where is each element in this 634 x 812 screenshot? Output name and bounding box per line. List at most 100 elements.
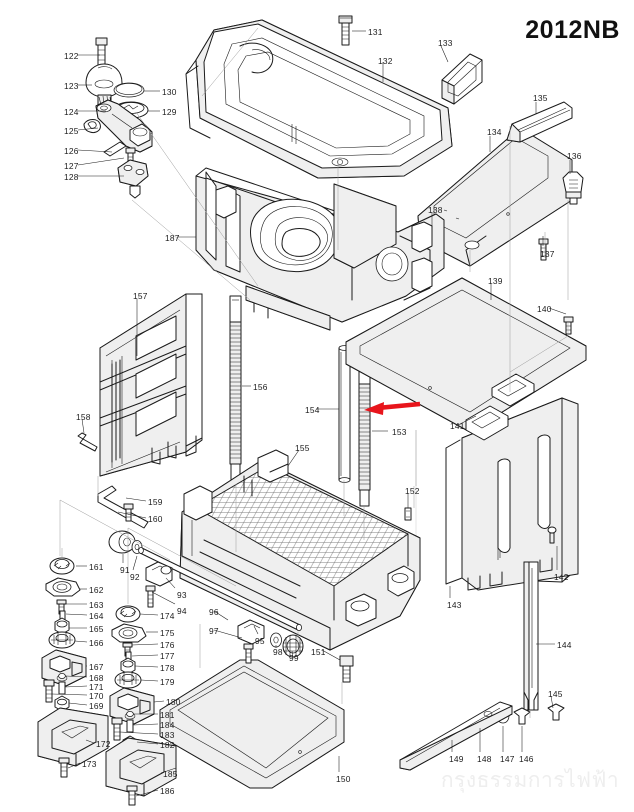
part-186-screw: [126, 785, 138, 806]
part-callout-146: 146: [519, 754, 534, 764]
part-callout-179: 179: [160, 677, 175, 687]
part-151-bolt: [339, 655, 354, 683]
part-159-lever: [97, 485, 149, 529]
part-callout-172: 172: [96, 739, 111, 749]
part-callout-180: 180: [166, 697, 181, 707]
part-141-upper-table: [345, 277, 587, 433]
part-callout-136: 136: [567, 151, 582, 161]
part-96-rod: [138, 547, 302, 632]
part-187-motor-housing: [195, 167, 445, 331]
part-callout-149: 149: [449, 754, 464, 764]
part-callout-132: 132: [378, 56, 393, 66]
part-179-gear: [114, 671, 142, 689]
part-callout-125: 125: [64, 126, 79, 136]
part-callout-160: 160: [148, 514, 163, 524]
part-136-knob: [562, 171, 584, 205]
part-callout-95: 95: [255, 636, 265, 646]
part-145-fastener: [547, 703, 565, 721]
part-callout-150: 150: [336, 774, 351, 784]
part-callout-141: 141: [450, 421, 465, 431]
part-callout-171: 171: [89, 682, 104, 692]
part-162-flange: [45, 577, 81, 597]
part-93-bracket: [145, 561, 173, 587]
part-callout-138: 138: [428, 205, 443, 215]
part-132-top-cover: [185, 19, 453, 179]
part-callout-93: 93: [177, 590, 187, 600]
part-178-nut: [120, 657, 136, 675]
part-callout-170: 170: [89, 691, 104, 701]
part-callout-174: 174: [160, 611, 175, 621]
part-callout-157: 157: [133, 291, 148, 301]
assembly-projection-lines: [59, 27, 569, 718]
part-150-bottom-plate: [159, 659, 345, 789]
page-title: 2012NB: [525, 16, 620, 44]
part-153-threaded-rod: [358, 363, 371, 507]
part-callout-162: 162: [89, 585, 104, 595]
part-callout-173: 173: [82, 759, 97, 769]
callout-leader-lines: [51, 30, 571, 797]
part-167-block: [41, 649, 87, 687]
part-callout-135: 135: [533, 93, 548, 103]
part-callout-152: 152: [405, 486, 420, 496]
part-callout-176: 176: [160, 640, 175, 650]
part-156-threaded-rod: [229, 295, 242, 485]
part-callout-165: 165: [89, 624, 104, 634]
part-callout-163: 163: [89, 600, 104, 610]
part-168-ring: [58, 673, 66, 680]
part-callout-159: 159: [148, 497, 163, 507]
part-callout-158: 158: [76, 412, 91, 422]
part-124-arm: [95, 99, 153, 153]
part-callout-124: 124: [64, 107, 79, 117]
part-callout-97: 97: [209, 626, 219, 636]
part-callout-151: 151: [311, 647, 326, 657]
part-callout-183: 183: [160, 730, 175, 740]
part-callout-96: 96: [209, 607, 219, 617]
part-callout-154: 154: [305, 405, 320, 415]
part-callout-133: 133: [438, 38, 453, 48]
part-95-screw: [243, 643, 254, 664]
part-callout-128: 128: [64, 172, 79, 182]
part-155-main-base: [179, 449, 421, 651]
part-184-pin: [126, 719, 134, 733]
part-callout-99: 99: [289, 653, 299, 663]
part-callout-130: 130: [162, 87, 177, 97]
part-173-screw: [58, 757, 70, 778]
part-callout-148: 148: [477, 754, 492, 764]
part-callout-144: 144: [557, 640, 572, 650]
part-98-washer: [270, 632, 282, 648]
part-callout-184: 184: [160, 720, 175, 730]
part-161-collar: [49, 557, 75, 575]
part-142-screw: [547, 526, 557, 544]
part-callout-168: 168: [89, 673, 104, 683]
part-91-roller: [108, 530, 136, 554]
part-callout-167: 167: [89, 662, 104, 672]
part-callout-94: 94: [177, 606, 187, 616]
part-callout-156: 156: [253, 382, 268, 392]
part-94-screw: [145, 585, 156, 608]
part-158-pin: [77, 432, 98, 452]
part-131-bolt: [338, 15, 353, 46]
part-callout-147: 147: [500, 754, 515, 764]
red-highlight-arrow: [364, 401, 421, 415]
part-169-nut: [54, 695, 70, 712]
part-callout-137: 137: [540, 249, 555, 259]
part-callout-185: 185: [163, 769, 178, 779]
part-97-bracket: [237, 619, 265, 645]
part-callout-178: 178: [160, 663, 175, 673]
part-175-flange: [111, 623, 147, 643]
part-166-gear: [48, 631, 76, 649]
part-133-block: [441, 53, 483, 105]
part-callout-143: 143: [447, 600, 462, 610]
part-170-bolt: [43, 679, 55, 703]
part-180-block: [109, 687, 155, 725]
part-callout-169: 169: [89, 701, 104, 711]
part-callout-164: 164: [89, 611, 104, 621]
part-callout-175: 175: [160, 628, 175, 638]
part-callout-122: 122: [64, 51, 79, 61]
part-143-rear-panel: [415, 397, 579, 591]
part-172-housing: [37, 707, 109, 767]
part-callout-131: 131: [368, 27, 383, 37]
part-callout-186: 186: [160, 786, 175, 796]
